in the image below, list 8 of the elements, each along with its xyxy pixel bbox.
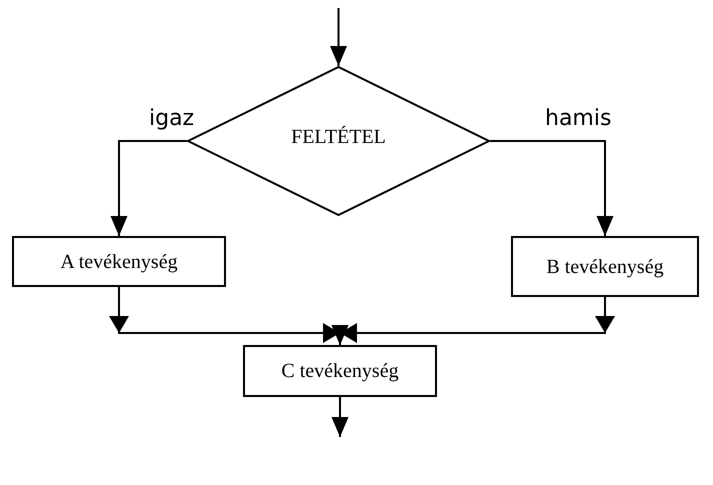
process-box <box>511 236 699 297</box>
process-box <box>243 345 437 397</box>
node-label: C tevékenység <box>281 359 399 384</box>
node-label: FELTÉTEL <box>291 124 386 150</box>
node-label: B tevékenység <box>546 254 664 280</box>
process-box <box>12 236 226 287</box>
node-label: A tevékenység <box>60 250 178 274</box>
edge-label: igaz <box>149 108 194 130</box>
